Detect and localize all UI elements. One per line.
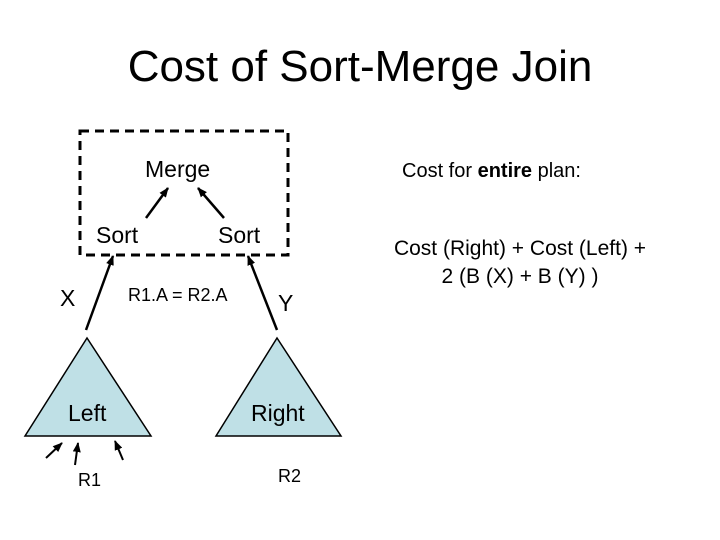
- intermediate-x-label: X: [60, 285, 76, 311]
- input-arrow-left-2: [72, 442, 81, 466]
- sort-right-operator: Sort: [218, 222, 261, 248]
- cost-heading-suffix: plan:: [532, 160, 581, 182]
- edge-sort-left-to-merge: [144, 187, 170, 219]
- relation-r1-label: R1: [78, 470, 102, 490]
- join-condition: R1.A = R2.A: [128, 285, 228, 305]
- edge-left-to-sort: [84, 255, 115, 331]
- cost-heading-bold: entire: [477, 160, 533, 182]
- input-arrow-left-3: [114, 440, 124, 461]
- edge-right-to-sort: [246, 255, 279, 331]
- cost-formula-line2: 2 (B (X) + B (Y) ): [441, 265, 599, 288]
- merge-sort-group-box: [78, 129, 290, 257]
- edge-sort-right-to-merge: [197, 187, 225, 219]
- input-arrow-left-1: [45, 442, 63, 459]
- left-subtree-label: Left: [68, 400, 107, 426]
- slide-title: Cost of Sort-Merge Join: [127, 42, 593, 91]
- cost-heading-prefix: Cost for: [402, 160, 478, 182]
- merge-operator: Merge: [145, 156, 211, 182]
- right-subtree-triangle: [214, 336, 343, 437]
- left-subtree-triangle: [23, 336, 153, 437]
- relation-r2-label: R2: [278, 466, 302, 486]
- cost-heading: Cost for entire plan:: [402, 160, 581, 183]
- intermediate-y-label: Y: [278, 290, 294, 316]
- cost-formula-line1: Cost (Right) + Cost (Left) +: [393, 237, 647, 260]
- right-subtree-label: Right: [251, 400, 305, 426]
- sort-left-operator: Sort: [96, 222, 139, 248]
